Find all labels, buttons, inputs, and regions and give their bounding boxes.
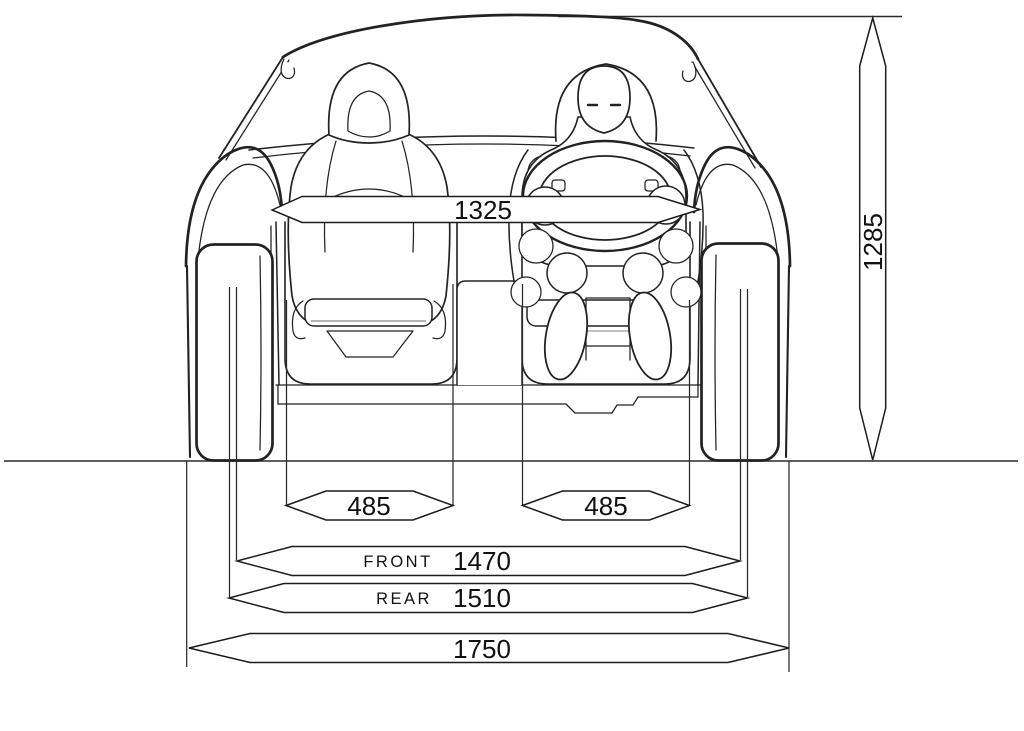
dimension-seat-width-right: 485 [520,490,692,521]
driver-elbow-right [658,228,694,264]
dimension-cockpit-width: 1325 [270,195,703,225]
headrest-opening [347,90,391,138]
wheel-arch-left [197,163,281,260]
right-tire-sidewall-line [714,254,717,451]
body-panel-left [185,264,192,459]
seat-width-left-arrow [283,490,456,521]
door-edge-right [697,221,701,386]
a-pillar-right-inner [691,61,756,169]
fender-right [692,145,792,268]
seat-back-seam-left [323,140,337,253]
wheel-arch-right [695,163,779,260]
seat-cushion-front [326,330,414,358]
dimension-overall-width: 1750 [188,632,790,664]
driver-thumb-left [551,179,566,192]
sun-visor-left [280,58,296,80]
body-panel-right [784,264,791,459]
dimensions: 1325 1285 485 485 FRONT 1470 REAR 1510 1… [188,15,888,664]
left-tire [195,243,274,462]
rear-track-value: 1510 [453,583,511,613]
driver-foot-right [627,291,673,381]
seat-back-seam-top [328,188,410,200]
cockpit-opening-right [521,221,691,385]
overall-height-value: 1285 [858,213,888,271]
driver-hip-left [510,276,542,308]
seat-back-seam-right [401,140,415,253]
windshield-top-arc [281,13,700,61]
front-track-arrow [234,545,743,577]
left-wheel [195,243,274,462]
seat-back [287,124,451,324]
driver-hip-right [670,276,702,308]
extension-lines [186,284,790,672]
a-pillar-right [697,58,762,168]
seat-width-right-arrow [520,490,692,521]
overall-height-arrow [858,15,887,461]
driver-elbow-left [518,228,554,264]
rear-track-arrow [226,582,751,614]
dimension-seat-width-left: 485 [283,490,456,521]
seat-bolster-right [432,300,447,340]
driver-thumb-right [644,179,659,192]
windshield-frame [218,13,762,169]
dimension-front-track: FRONT 1470 [234,545,743,577]
car-drawing [184,13,792,462]
overall-width-value: 1750 [453,634,511,664]
driver-knee-right [622,252,664,294]
passenger-seat [287,62,451,358]
a-pillar-left-inner [225,59,290,161]
seat-width-left-value: 485 [347,491,390,521]
rear-track-label: REAR [376,590,432,608]
a-pillar-left [218,56,284,159]
underbody-step-line [277,396,699,414]
dimension-rear-track: REAR 1510 [226,582,751,614]
driver-figure [510,65,702,381]
fender-left [184,145,284,268]
overall-width-arrow [188,632,790,664]
dimension-overall-height: 1285 [858,15,888,461]
seat-cushion [304,298,433,327]
cockpit-width-value: 1325 [454,195,512,225]
seat-width-right-value: 485 [584,491,627,521]
reference-lines [4,15,1018,462]
driver-knee-left [546,252,588,294]
front-track-label: FRONT [363,553,432,571]
driver-seat-edge-right [683,149,704,293]
driver-head [577,65,631,134]
seat-bolster-left [291,300,306,340]
sun-visor-right [681,61,697,83]
driver-foot-left [543,291,589,381]
front-track-value: 1470 [453,546,511,576]
left-tire-sidewall-line [259,255,262,451]
cockpit-width-arrow [270,195,703,224]
door-edge-left [275,221,280,386]
body-shell [184,145,792,459]
